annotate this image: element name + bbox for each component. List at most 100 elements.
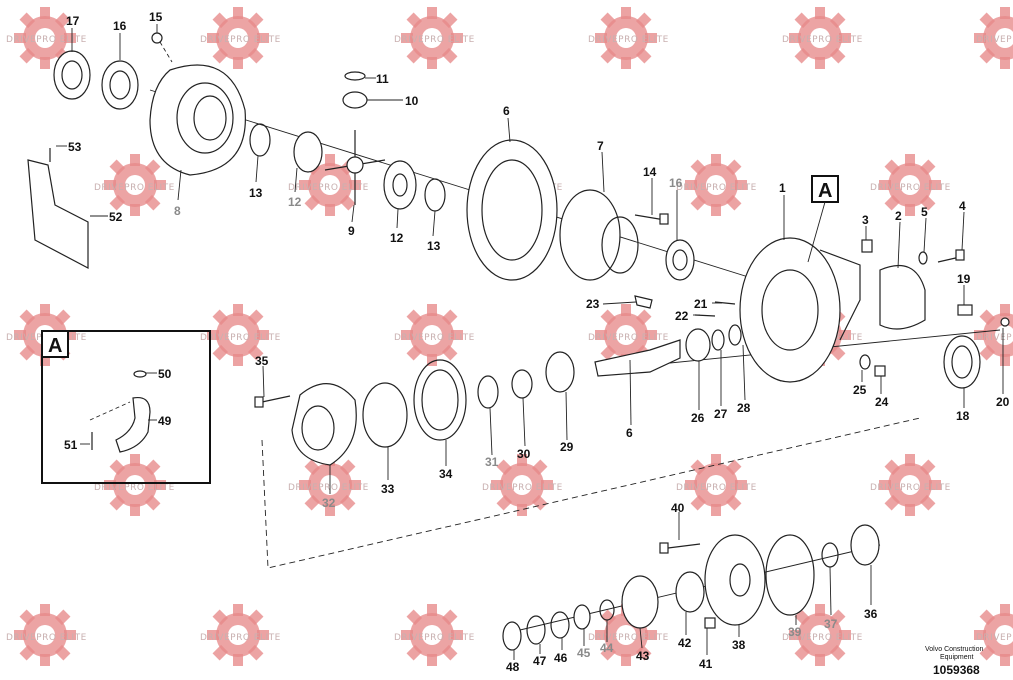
part-label-40: 40 (671, 501, 685, 515)
part-label-37: 37 (824, 617, 838, 631)
leader-lines (56, 24, 1004, 660)
part-label-38: 38 (732, 638, 746, 652)
part-label-8: 8 (174, 204, 181, 218)
part-label-52: 52 (109, 210, 123, 224)
part-label-2: 2 (895, 209, 902, 223)
part-label-4: 4 (959, 199, 966, 213)
watermark-text: DRIVEPRO ELITE (288, 183, 369, 193)
part-label-15: 15 (149, 10, 163, 24)
part-5-washer (918, 251, 928, 265)
watermark-text: DRIVEPRO ELITE (676, 483, 757, 493)
part-3-sleeve (861, 239, 873, 253)
part-16-bearing-cup (101, 60, 139, 110)
part-label-13: 13 (249, 186, 263, 200)
part-2-bearing-cap (879, 264, 926, 330)
part-label-32: 32 (322, 496, 336, 510)
part-number-labels: 17 16 15 11 10 6 7 53 8 13 12 9 12 13 52… (64, 10, 1010, 674)
part-label-16-right: 16 (669, 176, 683, 190)
part-26-27-28-bearing-and-shims (685, 324, 742, 362)
watermark-text: DRIVEPRO ELITE (6, 633, 87, 643)
part-label-7: 7 (597, 139, 604, 153)
callout-a: A (807, 175, 839, 263)
part-label-39: 39 (788, 625, 802, 639)
part-32-pinion-housing (291, 383, 357, 466)
watermark-text: DRIVEPRO ELITE (976, 35, 1013, 45)
part-33-o-ring (362, 382, 408, 448)
part-20-screw (1000, 317, 1010, 327)
part-52-bracket (27, 159, 89, 269)
part-label-34: 34 (439, 467, 453, 481)
part-label-19: 19 (957, 272, 971, 286)
part-label-20: 20 (996, 395, 1010, 409)
watermark-text: DRIVEPRO ELITE (870, 483, 951, 493)
part-21-22-23-breather-parts (634, 295, 736, 317)
part-label-6: 6 (503, 104, 510, 118)
watermark-text: DRIVEPRO ELITE (588, 333, 669, 343)
watermark-text: DRIVEPRO ELITE (588, 633, 669, 643)
part-label-12: 12 (288, 195, 302, 209)
part-label-51: 51 (64, 438, 78, 452)
watermark-text: DRIVEPRO ELITE (588, 35, 669, 45)
part-label-29: 29 (560, 440, 574, 454)
part-38-cover (704, 534, 766, 626)
part-label-27: 27 (714, 407, 728, 421)
watermark-text: DRIVEPRO ELITE (200, 633, 281, 643)
callout-letter: A (818, 180, 832, 202)
watermark-text: DRIVEPRO ELITE (976, 333, 1013, 343)
drawing-number: 1059368 (933, 663, 980, 677)
part-17-tapered-bearing-cone (53, 50, 91, 100)
watermark-text: DRIVEPRO ELITE (6, 35, 87, 45)
part-15-nut (151, 32, 163, 44)
part-29-30-31-bearing-and-spacers (477, 351, 575, 409)
part-label-11: 11 (376, 72, 389, 86)
part-label-46: 46 (554, 651, 568, 665)
part-34-gasket-flange (413, 359, 467, 441)
part-40-bolt (659, 542, 701, 554)
part-label-35: 35 (255, 354, 269, 368)
part-label-18: 18 (956, 409, 970, 423)
part-label-6-pinion: 6 (626, 426, 633, 440)
part-6-drive-pinion (594, 339, 681, 377)
part-18-adjusting-nut (943, 335, 981, 389)
part-6-crown-wheel (466, 139, 558, 281)
watermark-text: DRIVEPRO ELITE (976, 633, 1013, 643)
part-44-to-48-nut-washers-seals (502, 599, 615, 651)
part-14-bolt (634, 213, 669, 225)
watermark-text: DRIVEPRO ELITE (394, 35, 475, 45)
watermark-text: DRIVEPRO ELITE (870, 183, 951, 193)
part-10-pinion-gear (342, 91, 368, 109)
part-label-26: 26 (691, 411, 705, 425)
part-1-axle-housing (739, 237, 861, 383)
part-8-differential-housing-half (149, 64, 246, 176)
part-11-washer (344, 71, 366, 81)
part-label-24: 24 (875, 395, 889, 409)
part-label-28: 28 (737, 401, 751, 415)
part-label-23: 23 (586, 297, 600, 311)
part-label-13-right: 13 (427, 239, 441, 253)
part-label-41: 41 (699, 657, 713, 671)
part-label-5: 5 (921, 205, 928, 219)
part-12-side-gear (293, 131, 417, 210)
part-label-12-right: 12 (390, 231, 404, 245)
watermark-text: DRIVEPRO ELITE (94, 183, 175, 193)
part-24-25-plug-and-washer (859, 354, 886, 377)
part-label-25: 25 (853, 383, 867, 397)
watermark-text: DRIVEPRO ELITE (288, 483, 369, 493)
part-label-48: 48 (506, 660, 520, 674)
part-16-bearing-right (665, 239, 695, 281)
part-label-30: 30 (517, 447, 531, 461)
part-label-21: 21 (694, 297, 708, 311)
part-label-53: 53 (68, 140, 82, 154)
part-label-22: 22 (675, 309, 689, 323)
watermark-text: DRIVEPRO ELITE (676, 183, 757, 193)
credit-line-1: Volvo Construction (925, 646, 983, 653)
part-41-42-43-bearing-flange (621, 571, 716, 629)
watermark-text: DRIVEPRO ELITE (394, 333, 475, 343)
part-label-16: 16 (113, 19, 127, 33)
part-label-47: 47 (533, 654, 547, 668)
watermark-text: DRIVEPRO ELITE (482, 483, 563, 493)
part-35-bolt (254, 395, 291, 408)
part-label-3: 3 (862, 213, 869, 227)
watermark-text: DRIVEPRO ELITE (782, 633, 863, 643)
